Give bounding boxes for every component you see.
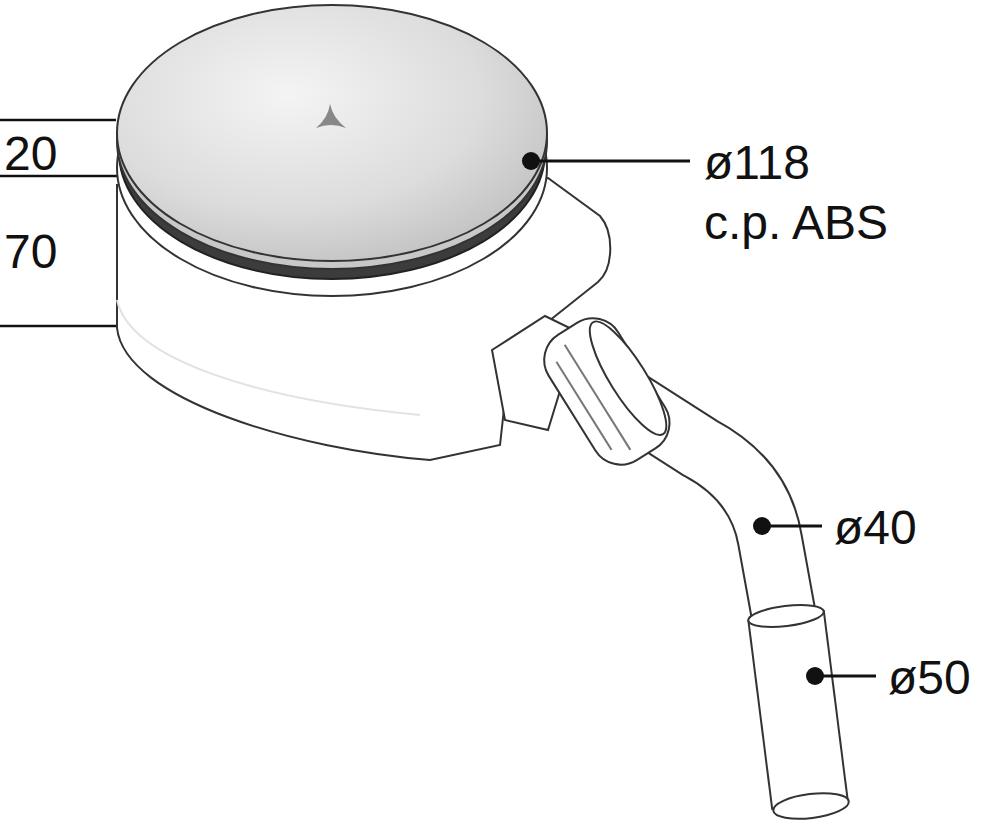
material-label: c.p. ABS [704, 199, 888, 247]
diameter-label: ø50 [888, 654, 971, 702]
diameter-label: ø40 [834, 504, 917, 552]
dimension-label: 70 [4, 228, 57, 276]
cap-top [117, 5, 547, 261]
dimension-label: 20 [4, 130, 57, 178]
pipe-50 [786, 615, 810, 805]
diameter-label: ø118 [704, 139, 810, 187]
cap-logo [316, 104, 346, 128]
union-nut [533, 306, 683, 476]
dimension-lines [0, 120, 122, 326]
